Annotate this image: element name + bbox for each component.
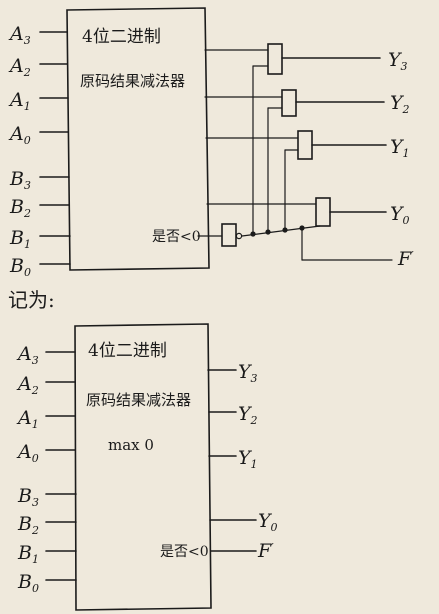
top-label-b1: B1 xyxy=(9,227,31,251)
bottom-box-subtitle: 原码结果减法器 xyxy=(86,391,191,409)
bottom-subtractor-block: 4位二进制 原码结果减法器 max 0 是否<0 A3 A2 A1 A0 B3 … xyxy=(16,323,278,611)
bottom-input-labels: A3 A2 A1 A0 B3 B2 B1 B0 xyxy=(16,343,39,595)
bottom-output-labels: Y3 Y2 Y1 Y0 F′ xyxy=(238,361,278,562)
top-label-a2: A2 xyxy=(8,55,31,79)
top-gate-sign-bubble xyxy=(235,232,243,240)
note-text: 记为: xyxy=(8,288,55,312)
bottom-label-y0: Y0 xyxy=(258,510,278,534)
top-box-title: 4位二进制 xyxy=(82,27,161,47)
top-gate-sign xyxy=(221,223,237,247)
top-label-a0: A0 xyxy=(8,123,31,147)
bottom-label-b1: B1 xyxy=(17,542,39,566)
top-label-y0: Y0 xyxy=(390,203,410,227)
bottom-label-y1: Y1 xyxy=(238,447,258,471)
top-label-y3: Y3 xyxy=(388,49,408,73)
bottom-label-b2: B2 xyxy=(17,513,39,537)
top-input-labels: A3 A2 A1 A0 B3 B2 B1 B0 xyxy=(8,23,31,279)
top-gate-y1 xyxy=(297,130,313,160)
bottom-label-y3: Y3 xyxy=(238,361,258,385)
top-gate-y0 xyxy=(315,197,331,227)
bottom-label-a2: A2 xyxy=(16,373,39,397)
top-label-y1: Y1 xyxy=(390,136,410,160)
top-label-y2: Y2 xyxy=(390,92,410,116)
top-box-subtitle: 原码结果减法器 xyxy=(80,72,185,90)
top-label-a1: A1 xyxy=(8,89,31,113)
bottom-label-b0: B0 xyxy=(17,571,39,595)
bottom-label-a1: A1 xyxy=(16,407,39,431)
top-label-a3: A3 xyxy=(8,23,31,47)
top-label-b2: B2 xyxy=(9,196,31,220)
top-output-labels: Y3 Y2 Y1 Y0 F′ xyxy=(388,49,414,270)
bottom-label-a0: A0 xyxy=(16,441,39,465)
top-subtractor-block: 4位二进制 原码结果减法器 是否<0 A3 A2 A1 A0 B3 B2 B1 … xyxy=(8,7,414,279)
top-sign-label: 是否<0 xyxy=(152,229,201,245)
bottom-box-title: 4位二进制 xyxy=(88,341,167,361)
top-gate-y3 xyxy=(267,43,283,75)
bottom-box-extra: max 0 xyxy=(108,436,154,454)
bottom-label-y2: Y2 xyxy=(238,403,258,427)
top-label-f: F′ xyxy=(397,248,414,270)
top-box xyxy=(66,7,210,271)
bottom-label-a3: A3 xyxy=(16,343,39,367)
bottom-label-b3: B3 xyxy=(17,485,39,509)
bottom-sign-label: 是否<0 xyxy=(160,544,209,560)
bottom-label-f: F′ xyxy=(257,540,274,562)
top-label-b0: B0 xyxy=(9,255,31,279)
top-gate-y2 xyxy=(281,89,297,117)
top-label-b3: B3 xyxy=(9,168,31,192)
bottom-box xyxy=(74,323,212,611)
